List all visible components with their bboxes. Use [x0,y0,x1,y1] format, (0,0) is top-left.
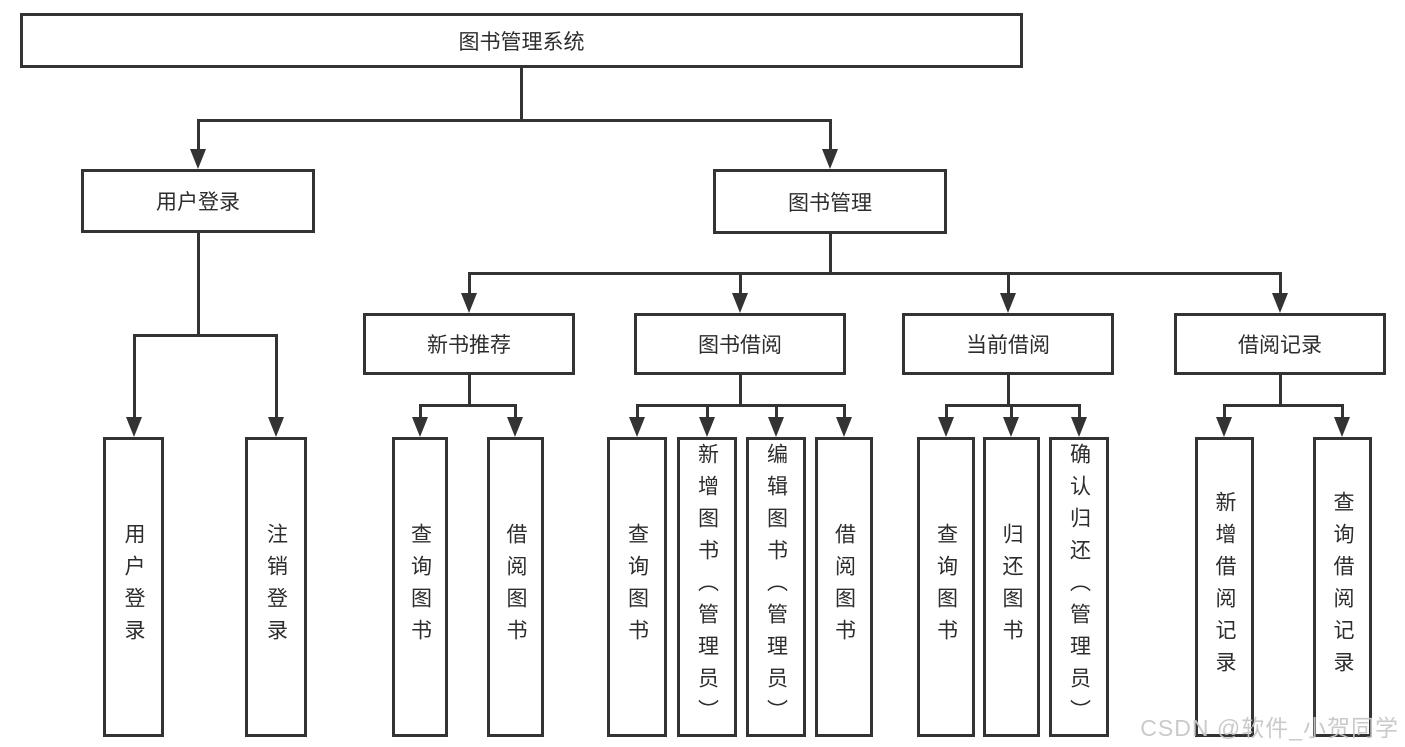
arrowhead-nb-query [412,417,428,437]
csdn-watermark: CSDN @软件_小贺同学 [1140,715,1399,741]
connector-drop-new-book [468,272,471,294]
node-br-query-record-label: 查询借阅记录 [1331,491,1354,683]
connector-drop-nb-query [419,404,422,419]
connector-new-book-rail [419,404,517,407]
node-leaf-user-login: 用户登录 [103,437,164,737]
connector-drop-bb-edit [775,404,778,419]
node-current-borrow-label: 当前借阅 [966,334,1050,357]
arrowhead-leaf-user-login [126,417,142,437]
connector-book-borrow-stem [739,375,742,406]
connector-drop-cb-query [945,404,948,419]
node-nb-query-books-label: 查询图书 [408,523,432,651]
connector-drop-cb-return [1010,404,1013,419]
arrowhead-nb-borrow [507,417,523,437]
node-bb-add-books: 新增图书（管理员） [677,437,737,737]
node-nb-borrow-books: 借阅图书 [487,437,544,737]
connector-drop-nb-borrow [514,404,517,419]
arrowhead-current-borrow [1000,293,1016,313]
connector-root-rail [197,119,831,122]
node-root: 图书管理系统 [20,13,1023,68]
arrowhead-br-query [1334,417,1350,437]
node-br-add-record: 新增借阅记录 [1195,437,1254,737]
connector-drop-bb-borrow [843,404,846,419]
arrowhead-book-management [822,149,838,169]
connector-drop-bb-add [706,404,709,419]
node-bb-add-books-label: 新增图书（管理员） [695,443,719,731]
arrowhead-new-book [461,293,477,313]
node-new-book-recommend: 新书推荐 [363,313,575,375]
node-leaf-logout-label: 注销登录 [264,523,288,651]
node-borrow-records: 借阅记录 [1174,313,1386,375]
arrowhead-user-login [190,149,206,169]
node-cb-query-books-label: 查询图书 [934,523,958,651]
node-cb-confirm-return: 确认归还（管理员） [1049,437,1109,737]
node-bb-edit-books-label: 编辑图书（管理员） [764,443,788,731]
arrowhead-borrow-records [1272,293,1288,313]
connector-borrow-records-rail [1223,404,1344,407]
connector-drop-current-borrow [1007,272,1010,294]
arrowhead-leaf-logout [268,417,284,437]
node-current-borrow: 当前借阅 [902,313,1114,375]
connector-book-management-stem [829,234,832,274]
node-user-login: 用户登录 [81,169,315,233]
node-br-query-record: 查询借阅记录 [1313,437,1372,737]
connector-book-management-rail [468,272,1281,275]
connector-new-book-stem [468,375,471,406]
node-cb-return-books-label: 归还图书 [1000,523,1023,651]
connector-drop-leaf-logout [275,334,278,418]
node-br-add-record-label: 新增借阅记录 [1213,491,1236,683]
connector-drop-leaf-user-login [133,334,136,418]
node-bb-borrow-books: 借阅图书 [815,437,873,737]
node-nb-query-books: 查询图书 [392,437,448,737]
connector-borrow-records-stem [1279,375,1282,406]
arrowhead-cb-confirm [1071,417,1087,437]
node-bb-query-books: 查询图书 [607,437,667,737]
node-book-management-label: 图书管理 [788,191,872,215]
node-root-label: 图书管理系统 [458,30,585,54]
connector-drop-br-query [1341,404,1344,419]
connector-drop-user-login [197,119,200,150]
node-bb-query-books-label: 查询图书 [625,523,649,651]
node-book-management: 图书管理 [713,169,947,234]
arrowhead-cb-query [938,417,954,437]
node-user-login-label: 用户登录 [156,191,240,214]
node-cb-query-books: 查询图书 [917,437,975,737]
connector-book-borrow-rail [636,404,846,407]
arrowhead-cb-return [1003,417,1019,437]
node-leaf-user-login-label: 用户登录 [122,523,145,651]
node-bb-edit-books: 编辑图书（管理员） [746,437,806,737]
connector-drop-br-add [1223,404,1226,419]
node-cb-return-books: 归还图书 [983,437,1040,737]
connector-user-login-rail [133,334,278,337]
connector-user-login-stem [197,233,200,336]
node-book-borrow-label: 图书借阅 [698,334,782,357]
connector-current-borrow-rail [945,404,1081,407]
node-new-book-recommend-label: 新书推荐 [427,334,511,357]
connector-current-borrow-stem [1007,375,1010,406]
arrowhead-bb-edit [768,417,784,437]
node-nb-borrow-books-label: 借阅图书 [504,523,527,651]
connector-root-stem [520,68,523,121]
connector-drop-book-management [829,119,832,150]
node-leaf-logout: 注销登录 [245,437,307,737]
arrowhead-bb-query [629,417,645,437]
connector-drop-book-borrow [739,272,742,294]
node-cb-confirm-return-label: 确认归还（管理员） [1067,443,1091,731]
arrowhead-br-add [1216,417,1232,437]
connector-drop-bb-query [636,404,639,419]
arrowhead-book-borrow [732,293,748,313]
node-book-borrow: 图书借阅 [634,313,846,375]
connector-drop-cb-confirm [1078,404,1081,419]
arrowhead-bb-borrow [836,417,852,437]
node-borrow-records-label: 借阅记录 [1238,334,1322,357]
node-bb-borrow-books-label: 借阅图书 [832,523,856,651]
connector-drop-borrow-records [1279,272,1282,294]
arrowhead-bb-add [699,417,715,437]
